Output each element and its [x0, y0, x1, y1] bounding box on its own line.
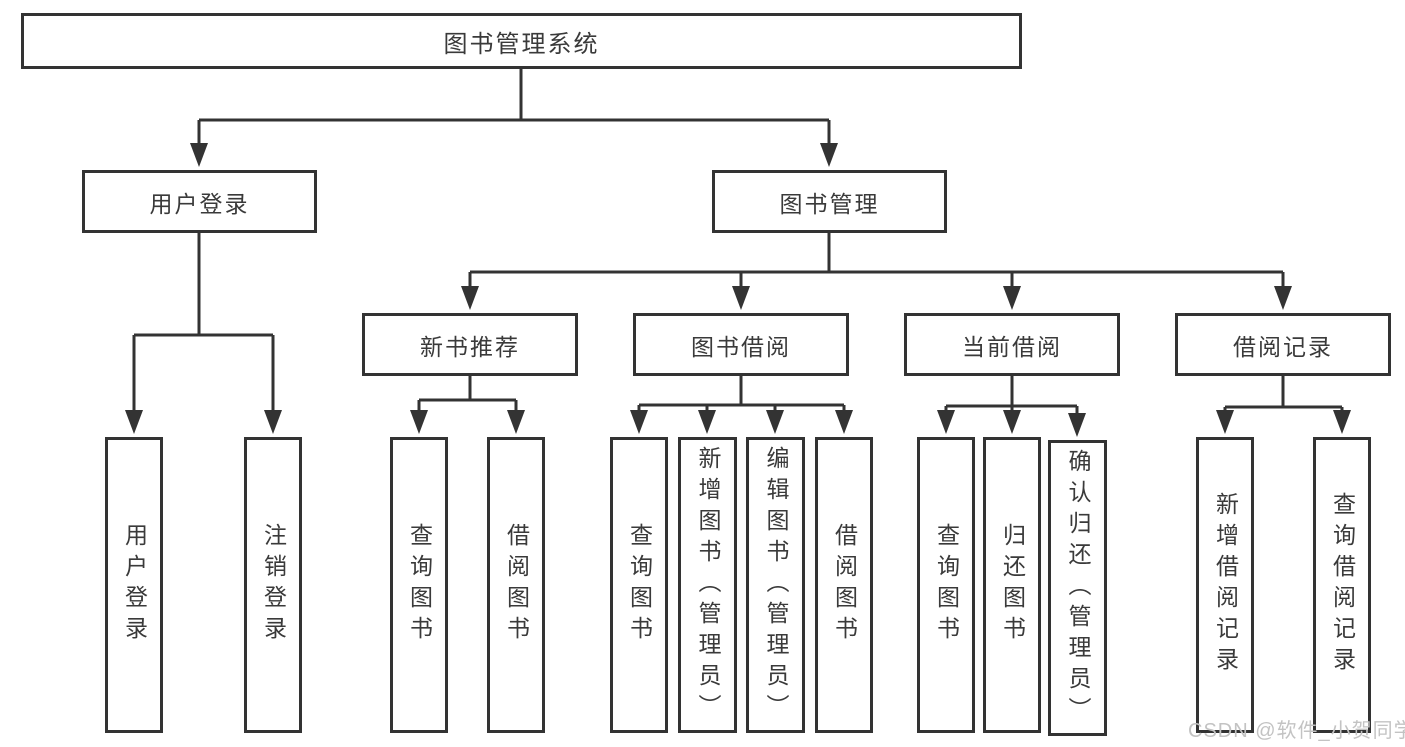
leaf-add-books-admin: 新增图书（管理员） — [678, 437, 737, 733]
node-book-borrowing: 图书借阅 — [633, 313, 849, 376]
leaf-add-borrow-record: 新增借阅记录 — [1196, 437, 1254, 733]
arrowhead-icon — [937, 410, 955, 434]
arrowheads — [125, 143, 1351, 437]
leaf-query-books-recommend: 查询图书 — [390, 437, 448, 733]
arrowhead-icon — [1068, 413, 1086, 437]
arrowhead-icon — [820, 143, 838, 167]
arrowhead-icon — [507, 410, 525, 434]
leaf-borrow-books-borrowing: 借阅图书 — [815, 437, 873, 733]
arrowhead-icon — [1333, 410, 1351, 434]
leaf-borrow-books-recommend: 借阅图书 — [487, 437, 545, 733]
arrowhead-icon — [630, 410, 648, 434]
leaf-query-books-borrowing: 查询图书 — [610, 437, 668, 733]
arrowhead-icon — [125, 410, 143, 434]
arrowhead-icon — [698, 410, 716, 434]
arrowhead-icon — [1216, 410, 1234, 434]
arrowhead-icon — [461, 286, 479, 310]
arrowhead-icon — [766, 410, 784, 434]
connector-lines — [132, 69, 1344, 417]
node-new-book-recommend: 新书推荐 — [362, 313, 578, 376]
arrowhead-icon — [410, 410, 428, 434]
arrowhead-icon — [1003, 286, 1021, 310]
arrowhead-icon — [190, 143, 208, 167]
leaf-user-login: 用户登录 — [105, 437, 163, 733]
node-user-login: 用户登录 — [82, 170, 317, 233]
leaf-logout: 注销登录 — [244, 437, 302, 733]
arrowhead-icon — [1274, 286, 1292, 310]
leaf-query-borrow-record: 查询借阅记录 — [1313, 437, 1371, 733]
arrowhead-icon — [835, 410, 853, 434]
node-borrowing-records: 借阅记录 — [1175, 313, 1391, 376]
node-book-management: 图书管理 — [712, 170, 947, 233]
leaf-query-books-current: 查询图书 — [917, 437, 975, 733]
csdn-watermark: CSDN @软件_小贺同学 — [1188, 720, 1405, 742]
leaf-edit-books-admin: 编辑图书（管理员） — [746, 437, 805, 733]
arrowhead-icon — [732, 286, 750, 310]
leaf-confirm-return-admin: 确认归还（管理员） — [1048, 440, 1107, 736]
node-current-borrowing: 当前借阅 — [904, 313, 1120, 376]
leaf-return-books: 归还图书 — [983, 437, 1041, 733]
arrowhead-icon — [1003, 410, 1021, 434]
arrowhead-icon — [264, 410, 282, 434]
node-library-system: 图书管理系统 — [21, 13, 1022, 69]
